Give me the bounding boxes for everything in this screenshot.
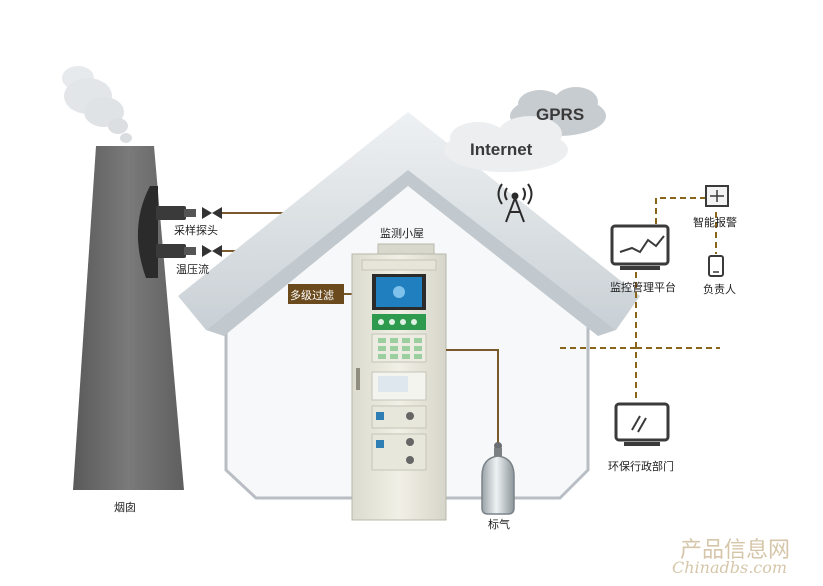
antenna-icon — [497, 183, 533, 223]
smoke-puffs — [62, 66, 132, 143]
gprs-label: GPRS — [536, 105, 585, 124]
env-department-label: 环保行政部门 — [608, 460, 674, 473]
monitor-platform-label: 监控管理平台 — [610, 281, 676, 294]
chimney — [73, 146, 184, 490]
gas-pipe — [446, 349, 499, 446]
alarm-label: 智能报警 — [693, 216, 737, 229]
cloud-shapes — [444, 87, 606, 172]
watermark-cn: 产品信息网 — [680, 538, 791, 563]
responsible-label: 负责人 — [703, 283, 736, 296]
probe-label: 采样探头 — [174, 224, 218, 237]
monitor-platform-icon — [610, 224, 670, 270]
gas-cylinder-label: 标气 — [488, 518, 510, 531]
alarm-icon — [705, 185, 729, 207]
env-department-icon — [614, 402, 670, 446]
phone-icon — [708, 255, 724, 277]
network-links — [560, 197, 720, 402]
watermark-en: Chinadbs.com — [672, 558, 788, 577]
probe-assembly — [156, 206, 222, 258]
filter-label: 多级过滤 — [290, 289, 334, 302]
gas-cylinder — [481, 442, 515, 515]
house-label: 监测小屋 — [380, 227, 424, 240]
analyzer-cabinet — [351, 243, 447, 521]
multi-filter — [288, 284, 352, 304]
chimney-label: 烟囱 — [114, 501, 136, 514]
temp-pressure-flow-label: 温压流 — [176, 263, 209, 276]
internet-label: Internet — [470, 140, 533, 159]
